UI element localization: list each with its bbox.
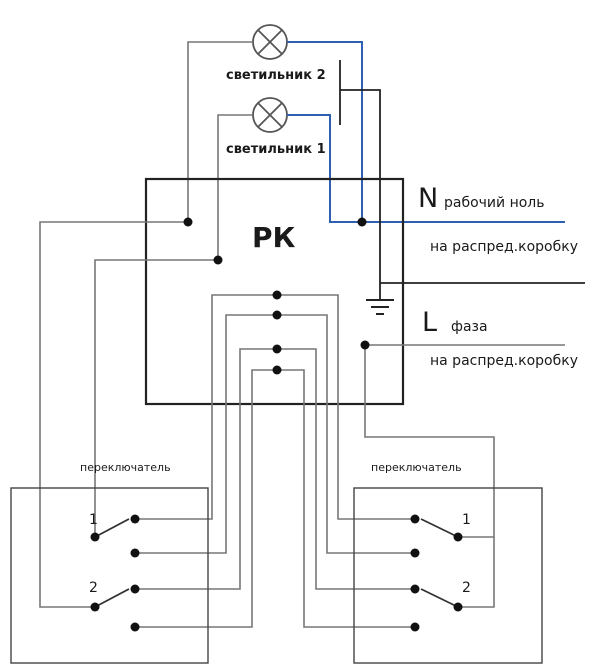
lamp-1-phase-wire [217,114,253,260]
left-switch-1-label: 1 [89,512,98,528]
left-switch-title: переключатель [80,461,171,474]
left-sw2-out-b-wire [135,369,277,628]
neutral-letter: N [418,183,438,214]
earth-bus-wire [339,60,381,300]
right-sw2-out-b-wire [277,369,415,628]
phase-letter: L [422,307,437,338]
right-switch-box [353,487,543,664]
right-sw1-out-b-wire [277,314,415,554]
right-sw2-out-a-wire [277,348,415,590]
terminal-dots [90,217,463,632]
left-sw1-common-wire [94,259,218,537]
lamp-1-neutral-wire [287,114,362,223]
left-sw2-out-a-wire [135,348,277,590]
junction-box-label: РК [252,221,296,254]
lamp-2-label: светильник 2 [226,68,326,83]
right-switch-levers [420,518,459,608]
neutral-label: рабочий ноль [444,195,545,211]
lamp-2-icon [252,24,288,60]
right-switch-title: переключатель [371,461,462,474]
lamp-1-label: светильник 1 [226,142,326,157]
left-switch-levers [94,518,130,608]
neutral-destination: на распред.коробку [430,239,578,255]
ground-icon [366,299,394,315]
left-switch-box [10,487,209,664]
junction-box-rk [144,177,405,406]
right-sw2-common-wire [458,537,495,608]
right-sw1-common-wire [364,345,495,538]
right-switch-1-label: 1 [462,512,471,528]
left-sw1-out-a-wire [135,294,277,520]
lamp-2-phase-wire [187,41,253,222]
lamp-1-icon [252,97,288,133]
left-sw1-out-b-wire [135,314,277,554]
phase-label: фаза [451,319,488,335]
lamp-2-neutral-wire [287,41,363,222]
left-sw2-common-wire [39,221,188,608]
left-switch-2-label: 2 [89,580,98,596]
right-switch-2-label: 2 [462,580,471,596]
phase-destination: на распред.коробку [430,353,578,369]
right-sw1-out-a-wire [277,294,415,520]
